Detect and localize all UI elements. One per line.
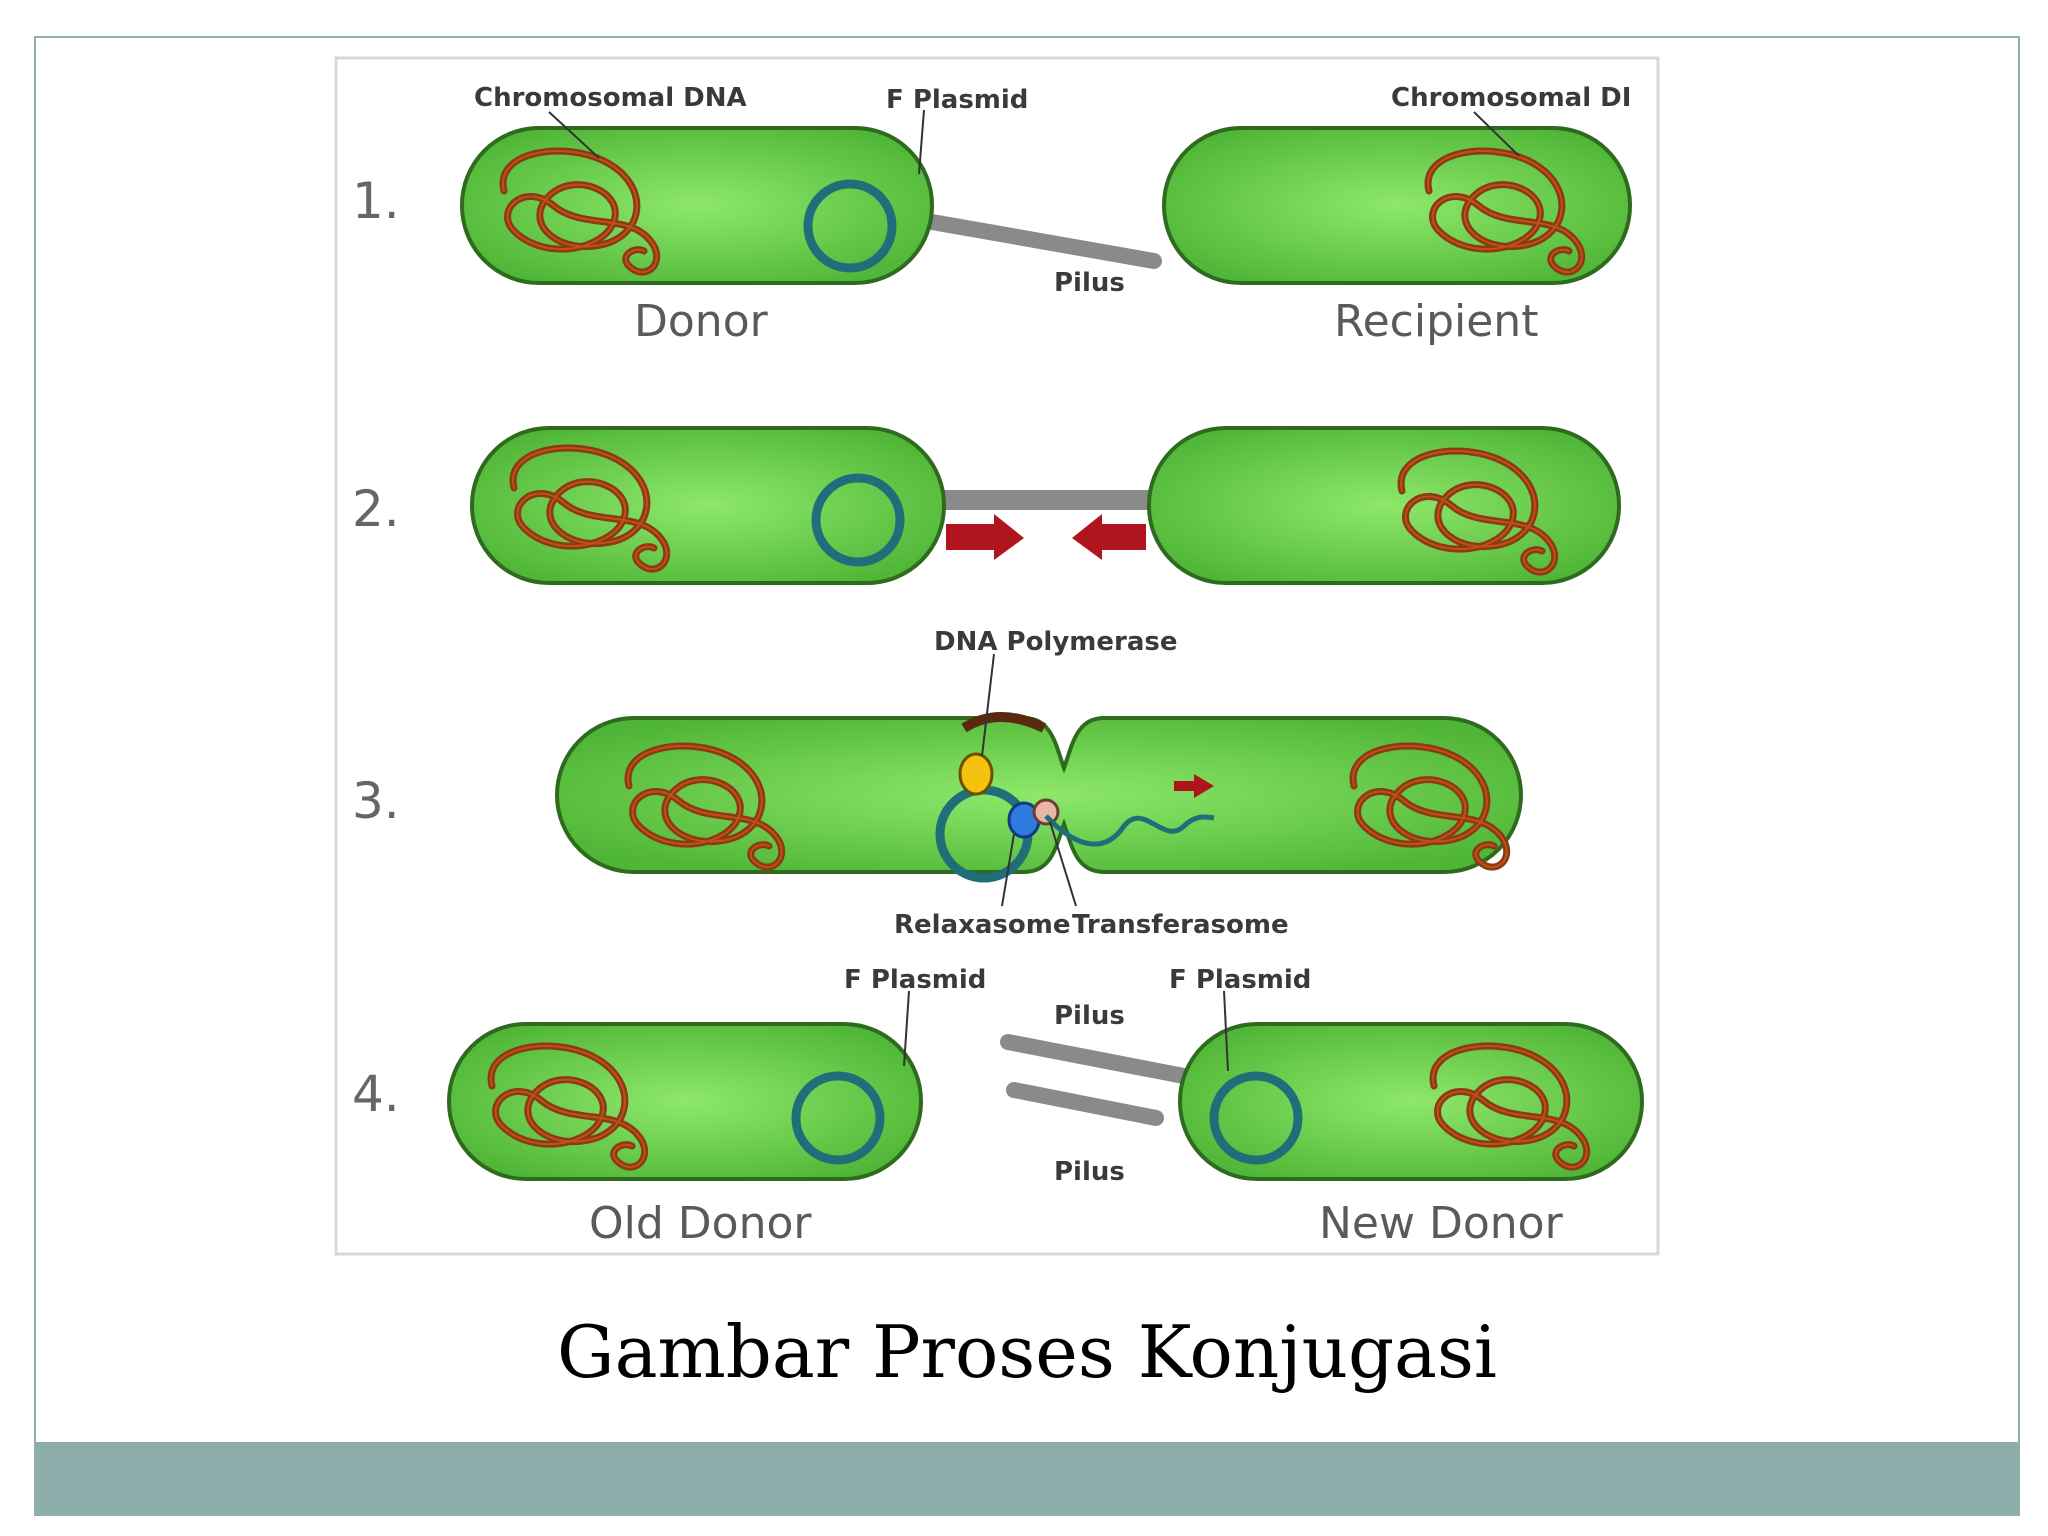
label-new-donor: New Donor	[1319, 1198, 1564, 1249]
arrow-right-icon	[946, 514, 1024, 560]
recipient-cell-step2	[1147, 426, 1621, 585]
leader-line	[1001, 833, 1015, 907]
leader-line	[1049, 821, 1077, 907]
dna-polymerase-cap	[961, 712, 1047, 733]
label-dna-polymerase: DNA Polymerase	[934, 627, 1178, 657]
label-f-plasmid: F Plasmid	[886, 85, 1028, 115]
pilus-step4-bottom	[1006, 1082, 1164, 1126]
label-recipient: Recipient	[1334, 296, 1538, 347]
leader-line	[548, 111, 600, 159]
footer-bar	[36, 1442, 2018, 1514]
step-number-4: 4.	[352, 1065, 400, 1123]
label-pilus-top: Pilus	[1054, 1001, 1125, 1031]
arrow-left-icon	[1072, 514, 1146, 560]
pilus-step1	[924, 214, 1162, 269]
slide-caption: Gambar Proses Konjugasi	[557, 1310, 1497, 1394]
leader-line	[918, 109, 925, 175]
f-plasmid-icon	[811, 473, 905, 567]
label-chromosomal-dna-left: Chromosomal DNA	[474, 83, 747, 113]
leader-line	[903, 990, 910, 1067]
leader-line	[1223, 990, 1229, 1072]
pilus-step2	[934, 490, 1156, 510]
label-pilus-bottom: Pilus	[1054, 1157, 1125, 1187]
transferred-dna-strand	[1044, 814, 1215, 847]
f-plasmid-icon	[791, 1071, 885, 1165]
f-plasmid-icon	[1209, 1071, 1303, 1165]
step-number-3: 3.	[352, 772, 400, 830]
label-transferasome: Transferasome	[1072, 910, 1289, 940]
conjugation-diagram-svg: 1. 2. 3. 4. Chromosomal DNA F Plasmid Ch…	[334, 56, 1660, 1256]
slide: 1. 2. 3. 4. Chromosomal DNA F Plasmid Ch…	[34, 36, 2020, 1516]
label-pilus: Pilus	[1054, 268, 1125, 298]
dna-polymerase-icon	[958, 752, 994, 796]
conjugation-diagram: 1. 2. 3. 4. Chromosomal DNA F Plasmid Ch…	[334, 56, 1660, 1256]
step-number-2: 2.	[352, 480, 400, 538]
arrow-right-icon	[1174, 774, 1214, 798]
label-relaxasome: Relaxasome	[894, 910, 1071, 940]
label-old-donor: Old Donor	[589, 1198, 812, 1249]
label-chromosomal-dna-right: Chromosomal DI	[1391, 83, 1631, 113]
leader-line	[1473, 111, 1520, 157]
label-donor: Donor	[634, 296, 769, 347]
f-plasmid-icon	[803, 179, 897, 273]
label-f-plasmid-left: F Plasmid	[844, 965, 986, 995]
step-number-1: 1.	[352, 172, 400, 230]
conjugating-cells-step3	[555, 716, 1523, 874]
leader-line	[981, 653, 995, 757]
label-f-plasmid-right: F Plasmid	[1169, 965, 1311, 995]
transferasome-icon	[1032, 798, 1060, 826]
pilus-step4-top	[1000, 1034, 1202, 1086]
